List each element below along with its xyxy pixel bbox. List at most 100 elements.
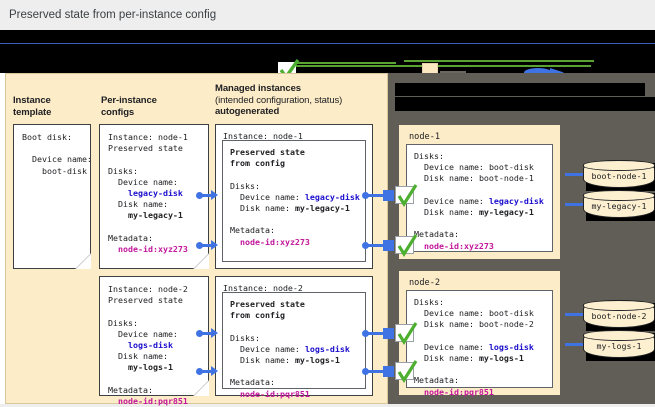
connector-line-managed-1-metadata <box>368 244 384 247</box>
mi2-device-value: logs-disk <box>304 343 350 354</box>
pic2-disk-label: Disk name: <box>108 351 168 362</box>
pic2-instance: Instance: node-2 <box>108 284 188 294</box>
n2-boot-device-value: boot-disk <box>488 308 534 319</box>
connector-dot-config-1-disk <box>196 192 203 199</box>
legend-green-line-1 <box>296 62 396 64</box>
n1-boot-device-value: boot-disk <box>488 162 534 173</box>
disk-cylinder-my-logs-1: my-logs-1 <box>583 330 655 361</box>
managed-instances-head-line3: autogenerated <box>215 106 280 117</box>
connector-line-managed-2-disk <box>368 332 384 335</box>
connector-dot-config-2-disk <box>196 330 203 337</box>
legend-cream-swatch-icon <box>422 63 438 73</box>
connector-arrow-config-1-metadata <box>211 240 218 250</box>
pic2-metadata-value: node-id:pqr851 <box>108 396 188 407</box>
mi1-disk-label: Disk name: <box>230 203 295 214</box>
n1-pres-device-value: legacy-disk <box>488 195 544 206</box>
connector-line-node-1-boot-disk <box>565 173 583 176</box>
connector-line-managed-1-disk <box>368 194 384 197</box>
n1-pres-disk-value: my-legacy-1 <box>478 207 534 218</box>
mi2-disks-label: Disks: <box>230 332 260 343</box>
connector-node-managed-2-disk <box>383 328 394 339</box>
n2-metadata-label: Metadata: <box>414 375 459 386</box>
pic1-disks-label: Disks: <box>108 165 138 176</box>
legend-green-line-2 <box>296 65 591 67</box>
pic1-device-label: Device name: <box>108 176 178 187</box>
mi2-metadata-label: Metadata: <box>230 377 275 388</box>
disk-cylinder-boot-node-2: boot-node-2 <box>583 300 655 331</box>
connector-dot-managed-1-metadata <box>362 242 369 249</box>
connector-line-node-1-preserved-disk <box>565 203 583 206</box>
status-check-icon-node-1-disk <box>395 184 418 208</box>
disk-cylinder-my-legacy-1: my-legacy-1 <box>583 190 655 221</box>
connector-line-managed-2-metadata <box>368 370 384 373</box>
mi1-disks-label: Disks: <box>230 180 260 191</box>
pic2-device-label: Device name: <box>108 328 178 339</box>
mi2-disk-label: Disk name: <box>230 355 295 366</box>
right-panel-heading-redaction-2 <box>395 97 655 111</box>
it-line4: boot-disk <box>22 165 87 176</box>
n2-boot-disk-value: boot-node-2 <box>478 319 534 330</box>
mi1-metadata-label: Metadata: <box>230 225 275 236</box>
n2-metadata-value: node-id:pqr851 <box>414 386 494 397</box>
pic1-disk-label: Disk name: <box>108 199 168 210</box>
redaction-bar-mid-3 <box>566 68 655 73</box>
connector-arrow-config-2-disk <box>211 328 218 338</box>
page-title: Preserved state from per-instance config <box>0 0 655 30</box>
n1-disks-label: Disks: <box>414 151 444 161</box>
disk-cylinder-boot-node-1: boot-node-1 <box>583 160 655 191</box>
legend-divider-rule <box>0 43 655 44</box>
n1-metadata-value: node-id:xyz273 <box>414 240 494 251</box>
redaction-bar-mid-1 <box>340 68 420 73</box>
disk-lip <box>583 190 655 201</box>
managed-instance-inner-node-2: Preserved state from config Disks: Devic… <box>222 292 366 399</box>
n1-metadata-label: Metadata: <box>414 229 459 240</box>
status-check-icon-node-1-metadata <box>395 234 418 258</box>
pic2-disks-label: Disks: <box>108 317 138 328</box>
n2-pres-device-value: logs-disk <box>488 341 534 352</box>
diagram-canvas: Instance template Per-instance configs M… <box>0 73 655 407</box>
node-1-details: Disks: Device name: boot-disk Disk name:… <box>406 144 553 252</box>
disk-label-boot-node-1: boot-node-1 <box>591 171 647 181</box>
redaction-bar-top <box>0 30 655 43</box>
mi2-pres-line1: Preserved state <box>230 299 305 309</box>
pic1-metadata-label: Metadata: <box>108 232 153 243</box>
mi1-device-label: Device name: <box>230 191 305 202</box>
connector-dot-managed-2-disk <box>362 330 369 337</box>
disk-label-boot-node-2: boot-node-2 <box>591 311 647 321</box>
n2-boot-disk-label: Disk name: <box>414 319 479 330</box>
managed-instances-head-line2: (intended configuration, status) <box>215 94 343 106</box>
n2-pres-disk-label: Disk name: <box>414 353 479 364</box>
pic2-metadata-label: Metadata: <box>108 384 153 395</box>
pic1-preserved: Preserved state <box>108 143 183 154</box>
it-line1: Boot disk: <box>22 132 72 142</box>
right-panel-heading-redaction-1 <box>395 83 645 96</box>
mi1-device-value: legacy-disk <box>304 191 360 202</box>
column-heading-per-instance-configs: Per-instance configs <box>101 95 157 118</box>
connector-node-managed-1-disk <box>383 190 394 201</box>
connector-line-node-2-boot-disk <box>565 313 583 316</box>
pic1-instance: Instance: node-1 <box>108 132 188 142</box>
managed-instance-inner-node-1: Preserved state from config Disks: Devic… <box>222 140 366 262</box>
mi2-instance: Instance: node-2 <box>223 283 303 293</box>
status-check-icon-node-2-disk <box>395 322 418 346</box>
connector-dot-config-2-metadata <box>196 368 203 375</box>
n2-pres-disk-value: my-logs-1 <box>478 353 524 364</box>
n1-boot-disk-label: Disk name: <box>414 173 479 184</box>
pic1-device-value: legacy-disk <box>108 188 183 199</box>
disk-label-my-legacy-1: my-legacy-1 <box>591 201 647 211</box>
mi1-disk-value: my-legacy-1 <box>294 203 350 214</box>
legend-green-line-3 <box>404 60 594 62</box>
mi1-pres-line1: Preserved state <box>230 147 305 157</box>
node-2-title: node-2 <box>409 278 441 288</box>
n1-boot-device-label: Device name: <box>414 162 489 173</box>
n2-pres-device-label: Device name: <box>414 341 489 352</box>
it-line3: Device name: <box>22 154 92 165</box>
managed-instances-head-line1: Managed instances <box>215 83 301 94</box>
connector-line-node-2-preserved-disk <box>565 343 583 346</box>
connector-line-config-1-metadata <box>202 244 212 247</box>
connector-dot-config-1-metadata <box>196 242 203 249</box>
legend-band <box>0 30 655 73</box>
node-2-details: Disks: Device name: boot-disk Disk name:… <box>406 290 553 397</box>
mi2-device-label: Device name: <box>230 343 305 354</box>
redaction-bar-right <box>594 44 655 68</box>
